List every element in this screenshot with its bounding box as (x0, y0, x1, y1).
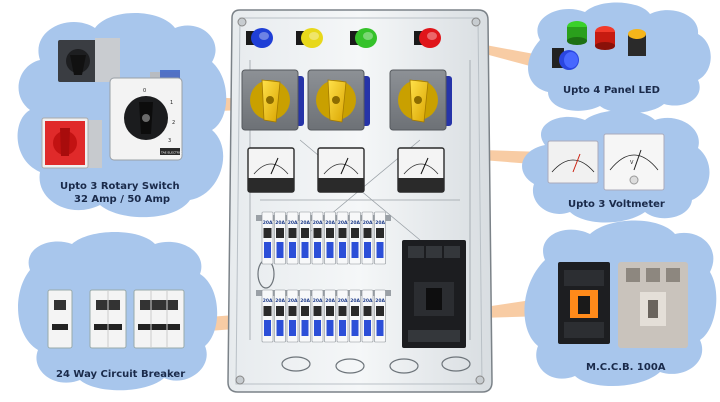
mcb-rating: 20A (363, 298, 373, 304)
mcb-rating: 20A (313, 220, 323, 226)
mccb-black (558, 262, 610, 344)
callout-rotary-switch: 0 1 2 3 TAE ELECTRIC Upto 3 Rotary Switc… (17, 13, 227, 218)
callout-voltmeter: V Upto 3 Voltmeter (522, 110, 710, 223)
panel-voltmeter-1 (247, 147, 295, 193)
mcb-rating: 20A (300, 220, 310, 226)
caption-rotary-line1: Upto 3 Rotary Switch (60, 181, 180, 192)
mccb-grey (618, 262, 688, 348)
mcb-rating: 20A (350, 298, 360, 304)
led-amber (628, 29, 646, 56)
voltmeter-large: V (603, 133, 665, 191)
panel-led-row (246, 28, 441, 48)
mcb-rating: 20A (375, 298, 385, 304)
mcb-rating: 20A (263, 220, 273, 226)
brand-plate: TAE ELECTRIC (160, 151, 182, 155)
mcb: 20A (336, 211, 349, 265)
panel-rotary-switch-2 (307, 69, 370, 131)
mcb-rating: 20A (325, 220, 335, 226)
mcb: 20A (274, 211, 286, 265)
mcb: 20A (261, 211, 274, 265)
mcb-triple (133, 289, 185, 349)
led-green (567, 21, 587, 45)
callout-panel-led: Upto 4 Panel LED (528, 2, 711, 114)
mcb: 20A (324, 289, 336, 343)
callout-circuit-breaker: 24 Way Circuit Breaker (18, 232, 218, 391)
dial-mark-1: 1 (170, 100, 173, 106)
mcb: 20A (261, 289, 274, 343)
panel-rotary-switch-3 (389, 69, 452, 131)
mcb-rating: 20A (338, 298, 348, 304)
dial-mark-2: 2 (172, 120, 175, 126)
rotary-switch-red (41, 117, 102, 169)
mcb: 20A (374, 211, 386, 265)
dial-mark-0: 0 (143, 88, 146, 94)
panel-mccb (402, 240, 466, 348)
mcb: 20A (361, 289, 374, 343)
mcb: 20A (349, 289, 361, 343)
mcb: 20A (274, 289, 286, 343)
caption-voltmeter: Upto 3 Voltmeter (568, 199, 665, 210)
mcb: 20A (324, 211, 336, 265)
mcb-rating: 20A (375, 220, 385, 226)
mcb-rating: 20A (300, 298, 310, 304)
led-red (595, 26, 615, 50)
mcb-rating: 20A (275, 298, 285, 304)
panel-led-4 (414, 28, 441, 48)
rotary-switch-small (58, 38, 120, 82)
mcb: 20A (349, 211, 361, 265)
caption-mccb: M.C.C.B. 100A (586, 362, 666, 373)
callout-mccb: M.C.C.B. 100A (524, 220, 717, 387)
mcb-rating: 20A (350, 220, 360, 226)
panel-rotary-switches (241, 69, 452, 131)
caption-led: Upto 4 Panel LED (563, 85, 660, 96)
panel-voltmeter-2 (317, 147, 365, 193)
mcb-rating: 20A (363, 220, 373, 226)
mcb-rating: 20A (338, 220, 348, 226)
panel-led-1 (246, 28, 273, 48)
panel-led-3 (350, 28, 377, 48)
mcb-rating: 20A (288, 220, 298, 226)
mcb-rating: 20A (263, 298, 273, 304)
panel-rotary-switch-1 (241, 69, 304, 131)
led-blue (552, 48, 579, 70)
mcb: 20A (286, 289, 299, 343)
mcb-rating: 20A (275, 220, 285, 226)
mcb-rating: 20A (313, 298, 323, 304)
mcb: 20A (311, 289, 324, 343)
caption-rotary-line2: 32 Amp / 50 Amp (74, 194, 170, 205)
dial-mark-3: 3 (168, 138, 171, 144)
panel-voltmeters (247, 147, 445, 193)
mcb: 20A (336, 289, 349, 343)
mcb-double (89, 289, 127, 349)
svg-text:V: V (630, 160, 634, 166)
mcb-single (47, 289, 73, 349)
caption-breaker: 24 Way Circuit Breaker (56, 369, 185, 380)
mcb: 20A (311, 211, 324, 265)
mcb: 20A (374, 289, 386, 343)
mcb: 20A (299, 211, 311, 265)
mcb-rating: 20A (325, 298, 335, 304)
voltmeter-small (547, 140, 599, 184)
mcb: 20A (286, 211, 299, 265)
mcb-rating: 20A (288, 298, 298, 304)
mcb: 20A (299, 289, 311, 343)
panel-led-2 (296, 28, 323, 48)
mcb: 20A (361, 211, 374, 265)
panel-voltmeter-3 (397, 147, 445, 193)
rotary-switch-black: 0 1 2 3 TAE ELECTRIC (109, 70, 183, 161)
